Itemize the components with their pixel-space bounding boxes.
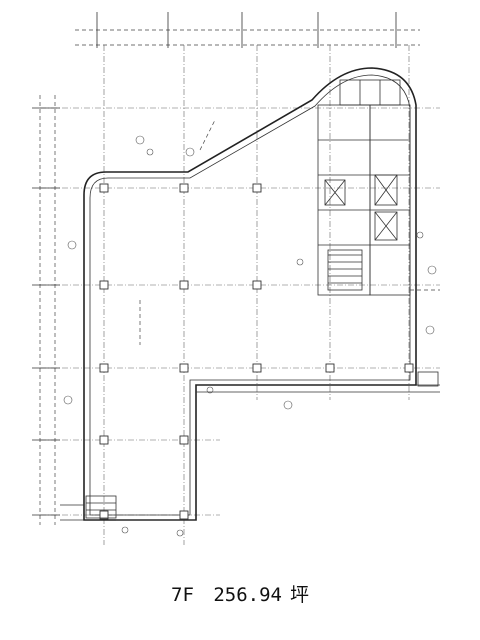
service-core	[317, 79, 411, 296]
horizontal-grid-axes	[40, 107, 440, 516]
outer-wall	[83, 67, 417, 521]
inner-wall	[89, 74, 411, 516]
floor-plan-svg	[32, 12, 440, 545]
section-markers	[63, 135, 437, 537]
left-dimension-line	[32, 95, 60, 525]
area-unit: 坪	[289, 584, 309, 606]
interior-centerline	[139, 119, 216, 345]
entrance-detail	[60, 495, 196, 521]
floor-area-caption: 7F 256.94 坪	[0, 580, 480, 607]
area-value: 256.94	[213, 584, 282, 606]
structural-columns	[99, 183, 414, 520]
floor-label: 7F	[171, 584, 194, 606]
top-dimension-line	[75, 12, 420, 48]
lower-right-extension	[196, 289, 440, 393]
floor-plan-drawing	[32, 12, 440, 545]
